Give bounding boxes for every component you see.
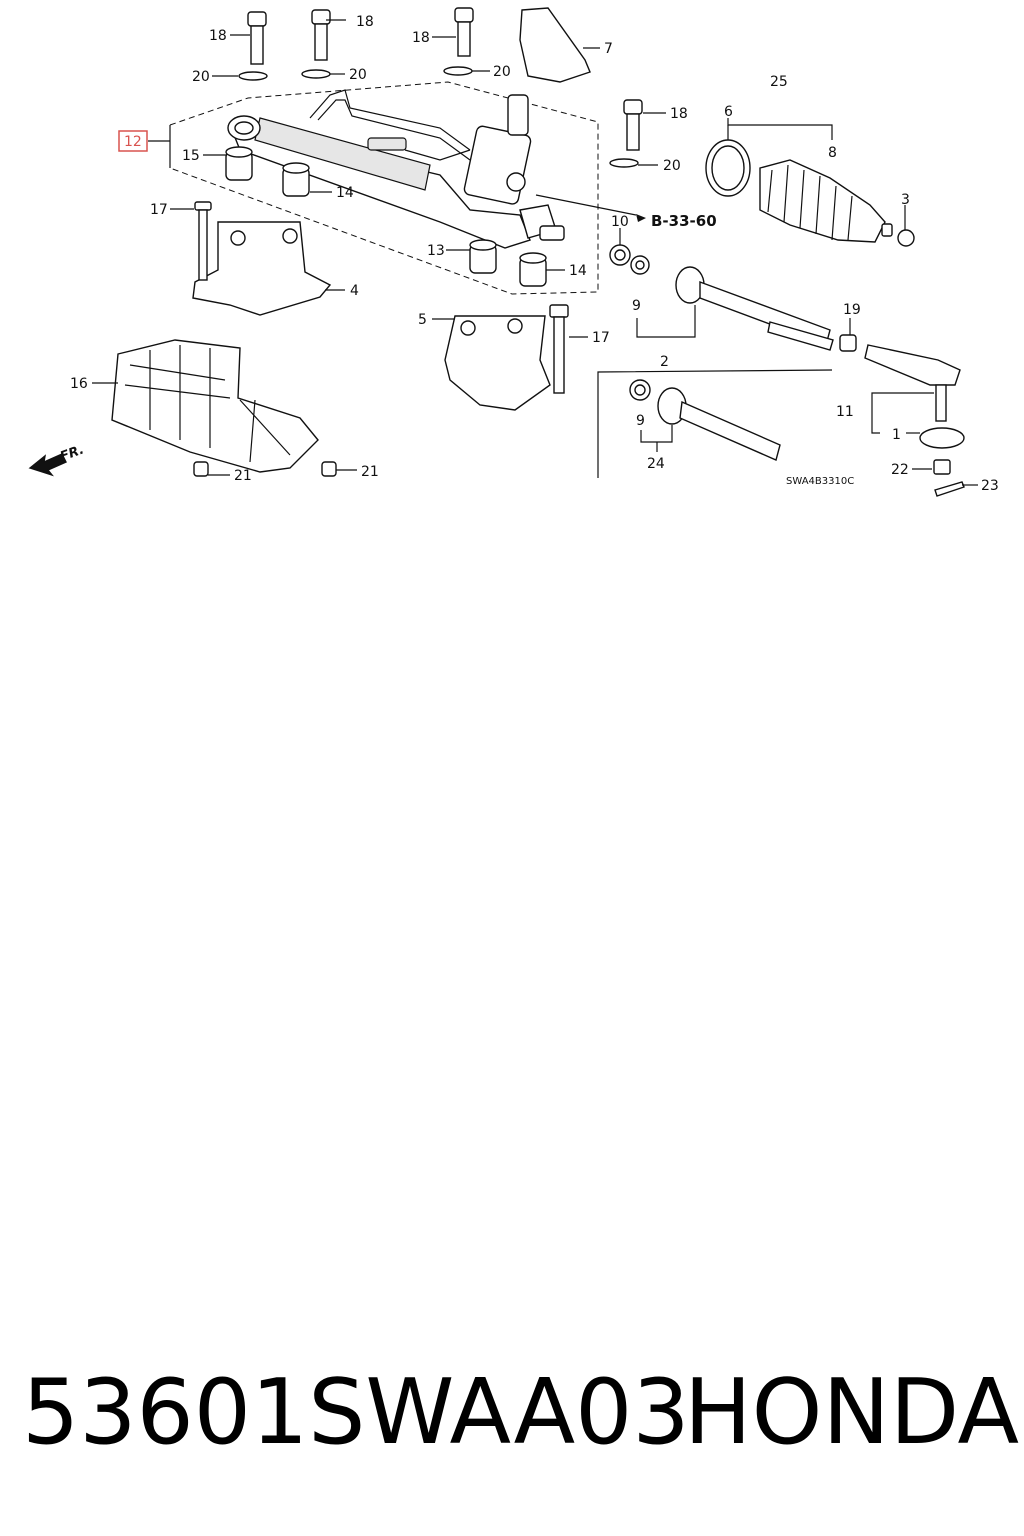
- callout-20: 20: [493, 64, 511, 80]
- bushings: [225, 146, 547, 287]
- tie-rods: [609, 244, 965, 497]
- callout-17: 17: [592, 330, 610, 346]
- callout-8: 8: [828, 145, 837, 161]
- callout-15: 15: [182, 148, 200, 164]
- callout-18: 18: [209, 28, 227, 44]
- callout-17: 17: [150, 202, 168, 218]
- part-number: 53601SWAA03: [22, 1360, 690, 1465]
- callout-20: 20: [349, 67, 367, 83]
- callout-18: 18: [412, 30, 430, 46]
- callout-6: 6: [724, 104, 733, 120]
- callout-1: 1: [892, 427, 901, 443]
- dust-boot-7: [519, 7, 591, 83]
- callout-4: 4: [350, 283, 359, 299]
- callout-22: 22: [891, 462, 909, 478]
- callout-20: 20: [192, 69, 210, 85]
- front-label: FR.: [58, 442, 86, 464]
- front-arrow: [28, 453, 67, 477]
- callout-2: 2: [660, 354, 669, 370]
- callout-19: 19: [843, 302, 861, 318]
- callout-14: 14: [569, 263, 587, 279]
- reference-label: B-33-60: [651, 212, 717, 230]
- callout-21: 21: [361, 464, 379, 480]
- callout-12: 12: [124, 134, 142, 150]
- callout-13: 13: [427, 243, 445, 259]
- callout-12-highlight: [118, 130, 148, 152]
- callout-10: 10: [611, 214, 629, 230]
- brand-name: HONDA: [684, 1360, 1020, 1465]
- diagram-code: SWA4B3310C: [786, 476, 854, 487]
- steering-rack: [227, 89, 565, 249]
- callout-7: 7: [604, 41, 613, 57]
- assembly-outline: [148, 81, 599, 295]
- callout-3: 3: [901, 192, 910, 208]
- callout-21: 21: [234, 468, 252, 484]
- callout-9: 9: [636, 413, 645, 429]
- heat-shield-16: [111, 339, 337, 477]
- callout-16: 16: [70, 376, 88, 392]
- callout-5: 5: [418, 312, 427, 328]
- callout-23: 23: [981, 478, 999, 494]
- callout-14: 14: [336, 185, 354, 201]
- callout-20: 20: [663, 158, 681, 174]
- boot-kit: [705, 139, 915, 247]
- reference-arrow-icon: [636, 214, 646, 222]
- callout-25: 25: [770, 74, 788, 90]
- callout-11: 11: [836, 404, 854, 420]
- section-divider: [597, 369, 833, 478]
- exploded-view-svg: 18 18 18 18 20 20 20 20 7 12 15 14 14 13…: [28, 7, 999, 497]
- callout-18: 18: [356, 14, 374, 30]
- footer: 53601SWAA03 HONDA: [0, 1360, 1024, 1510]
- callout-24: 24: [647, 456, 665, 472]
- leader-lines: [92, 19, 978, 486]
- callout-labels: 18 18 18 18 20 20 20 20 7 12 15 14 14 13…: [58, 14, 999, 494]
- callout-9: 9: [632, 298, 641, 314]
- mount-brackets: [192, 201, 569, 411]
- callout-18: 18: [670, 106, 688, 122]
